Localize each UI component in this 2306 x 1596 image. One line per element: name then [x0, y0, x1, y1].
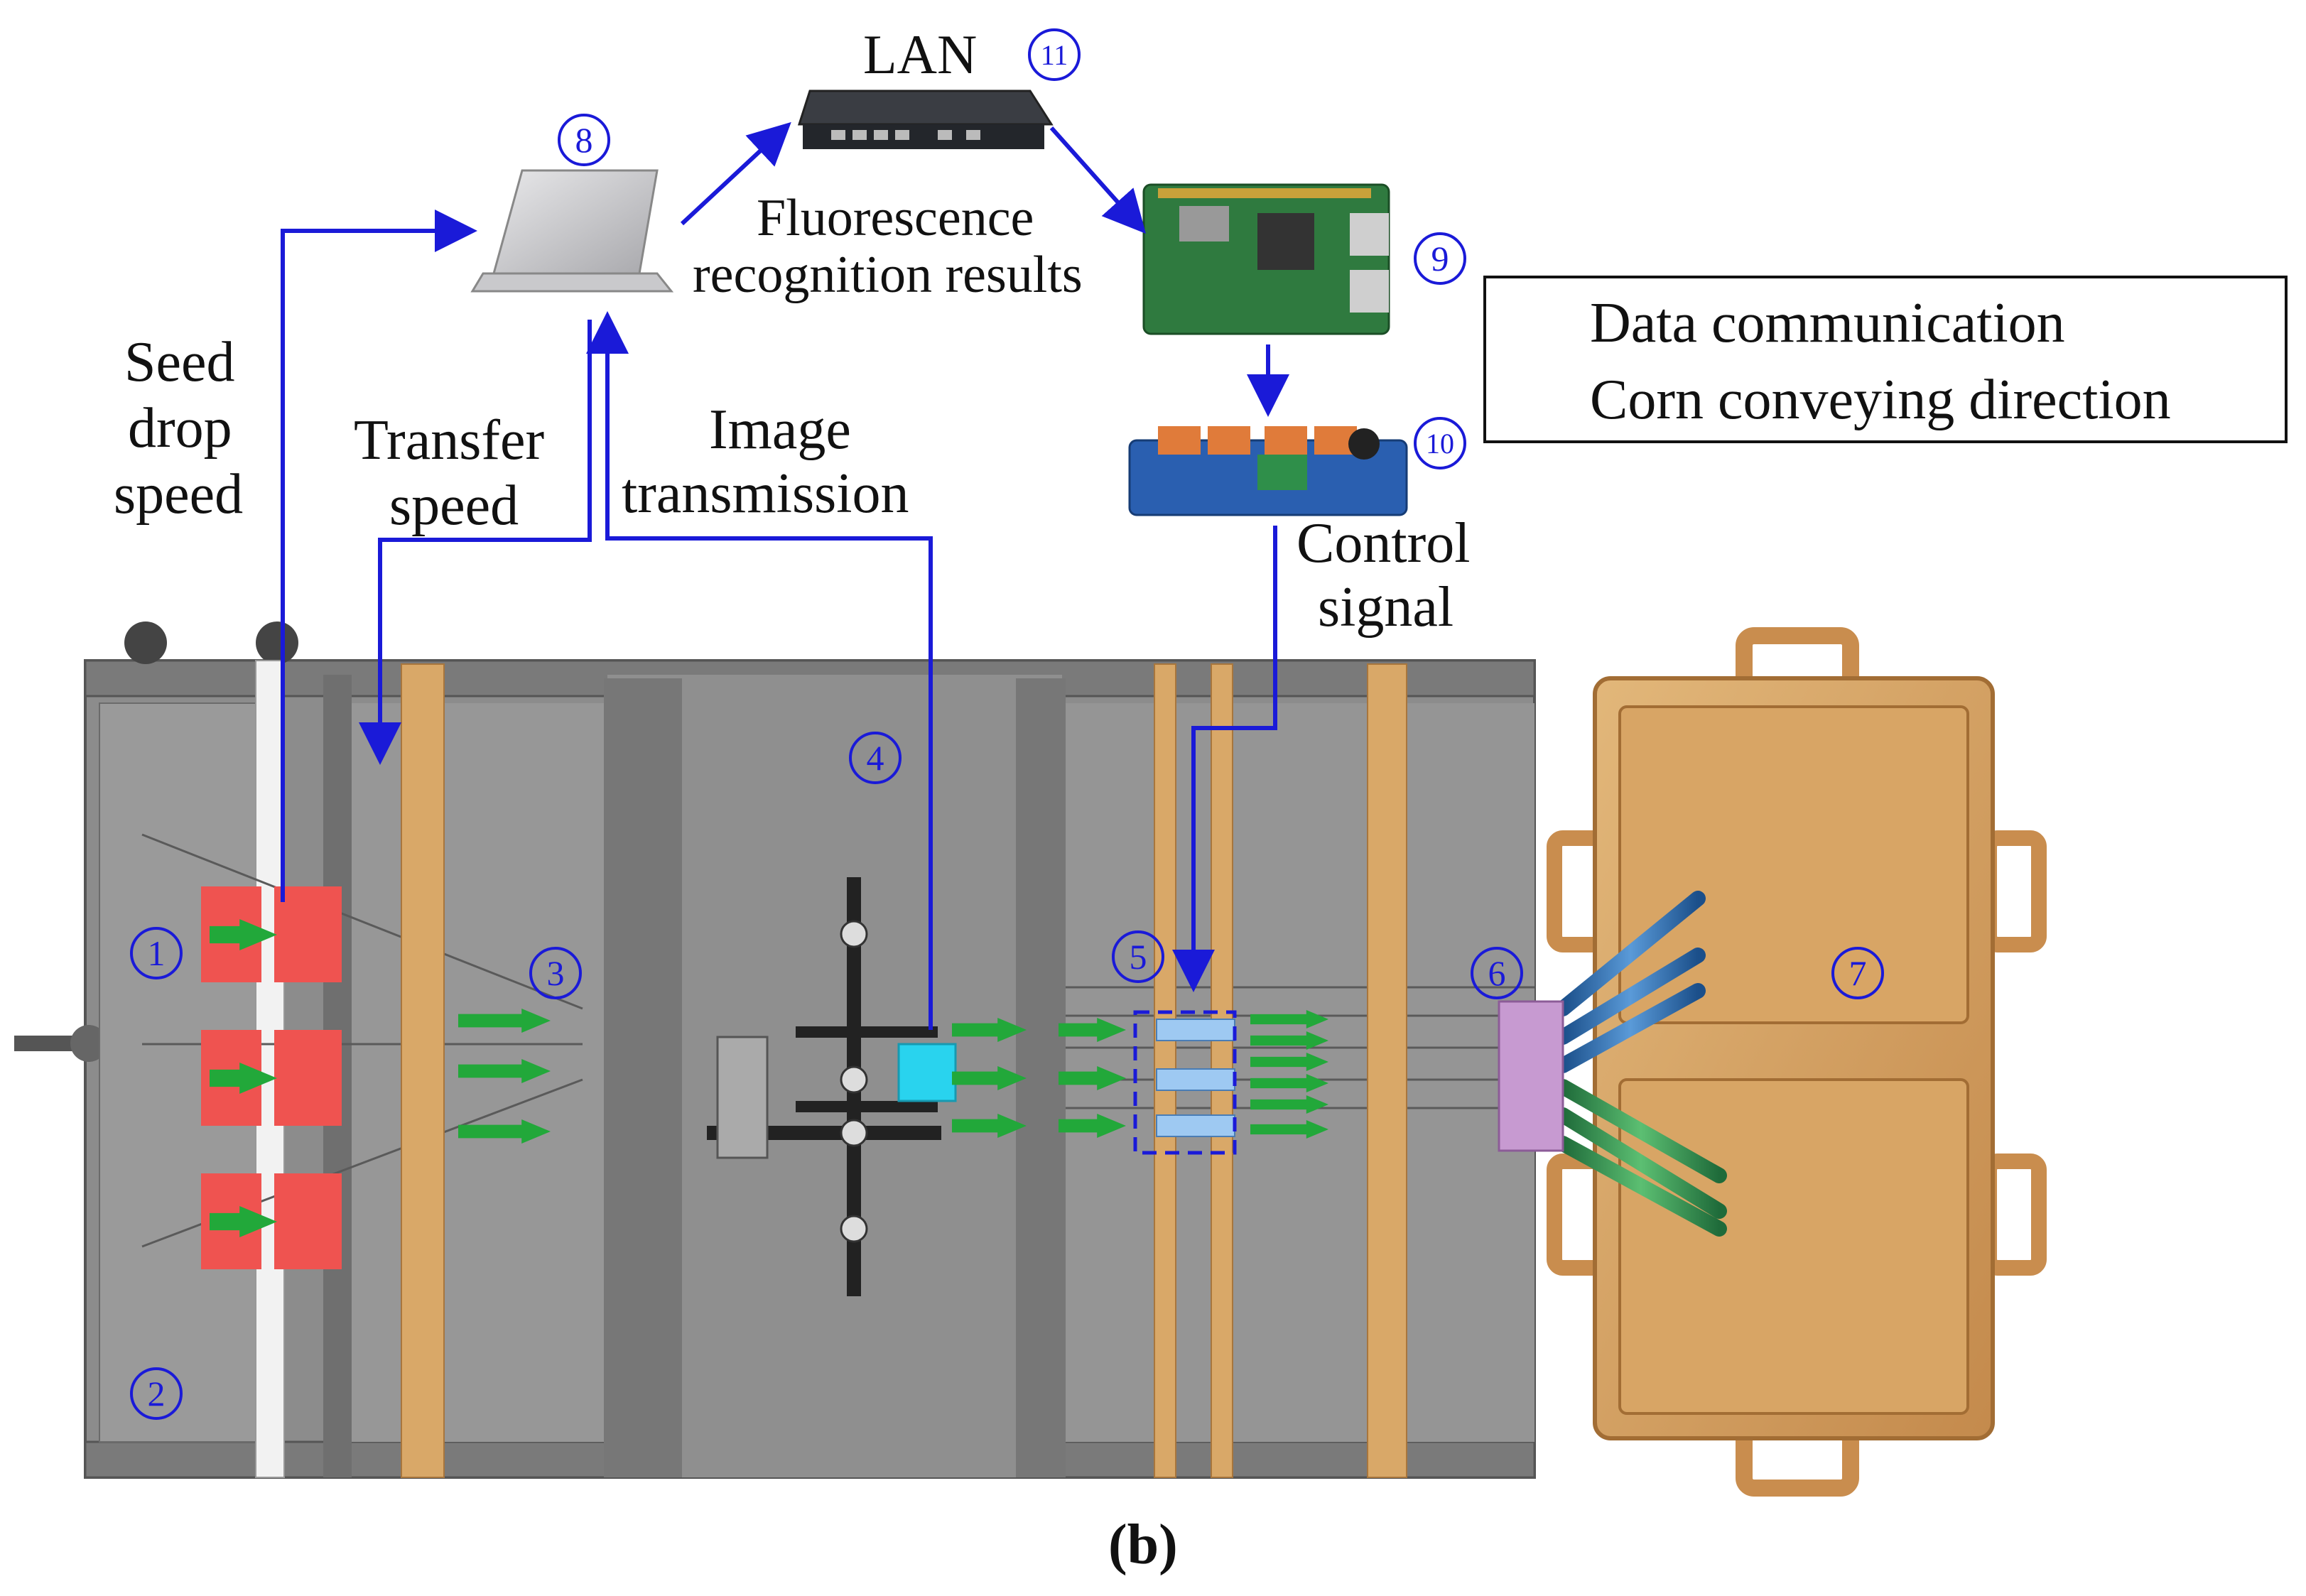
arrow-laptop-to-lan	[680, 121, 791, 226]
wood-strip	[401, 663, 445, 1478]
fluorescence-label-line1: Fluorescence	[757, 189, 1034, 247]
marker-7: 7	[1831, 947, 1884, 999]
arrow-control-signal	[1172, 526, 1277, 992]
corn-direction-arrow	[1059, 1114, 1126, 1138]
lan-label: LAN	[863, 23, 978, 85]
valve-icon	[1156, 1068, 1235, 1091]
stand-arm	[796, 1101, 938, 1112]
arrow-lan-to-pi	[1049, 126, 1146, 234]
crank-knob-icon	[70, 1025, 107, 1062]
seed-drop-label-line3: speed	[114, 463, 244, 526]
arrow-seed-drop	[281, 210, 477, 902]
image-label-line2: transmission	[622, 462, 909, 525]
marker-1: 1	[130, 927, 183, 979]
bolt-icon	[840, 1119, 868, 1147]
marker-6: 6	[1471, 947, 1523, 999]
corn-direction-arrow	[1250, 1120, 1328, 1139]
data-flow-arrows	[281, 121, 1289, 1030]
corn-flow-arrows	[210, 919, 1328, 1237]
frame-bar	[604, 678, 682, 1477]
corn-direction-arrow	[1250, 1053, 1328, 1071]
pwm-driver-board-icon	[1128, 426, 1408, 516]
feeder-block	[274, 886, 342, 982]
outlet-pipe	[1555, 1136, 1727, 1237]
outlet-pipe	[1555, 948, 1706, 1045]
marker-8: 8	[558, 114, 610, 166]
seed-drop-label-line1: Seed	[124, 331, 235, 393]
legend-item-corn-conveying: Corn conveying direction	[1590, 369, 2171, 431]
corn-direction-arrow	[1059, 1066, 1126, 1090]
camera-module-icon	[897, 1043, 957, 1102]
corn-direction-arrow	[952, 1018, 1027, 1042]
marker-9: 9	[1414, 232, 1466, 285]
outlet-manifold	[1498, 1000, 1564, 1152]
corn-direction-arrow	[458, 1119, 551, 1144]
corn-direction-arrow	[210, 919, 277, 950]
stand-arm	[796, 1026, 938, 1038]
camera-stand	[707, 877, 957, 1296]
arrow-image-transmission	[586, 311, 933, 1030]
stand-clamp	[716, 1036, 769, 1159]
bolt-icon	[840, 1215, 868, 1243]
feeder-section	[99, 702, 271, 1443]
marker-4: 4	[849, 732, 902, 784]
control-label-line2: signal	[1318, 576, 1454, 639]
outlet-pipe	[1555, 983, 1706, 1073]
corn-direction-arrow	[1059, 1018, 1126, 1042]
outlet-pipe	[1555, 891, 1706, 1016]
legend-item-data-communication: Data communication	[1590, 292, 2065, 354]
belt-plate-3	[1062, 703, 1534, 1442]
wheel-icon	[256, 621, 298, 664]
corn-direction-arrow	[1250, 1010, 1328, 1028]
corn-direction-arrow	[210, 1206, 277, 1237]
raspberry-pi-icon	[1142, 183, 1390, 335]
wheel-icon	[124, 621, 167, 664]
conveyor-machine	[14, 621, 1536, 1479]
marker-10: 10	[1414, 417, 1466, 469]
wood-strip	[1367, 663, 1407, 1478]
fluorescence-label-line2: recognition results	[693, 246, 1083, 304]
feeder-block	[274, 1173, 342, 1269]
seed-drop-label-line2: drop	[128, 397, 232, 460]
corn-direction-arrow	[458, 1059, 551, 1083]
corn-direction-arrow	[1250, 1074, 1328, 1092]
tray-compartment-bottom	[1618, 1078, 1969, 1415]
valve-selection-box	[1133, 1010, 1237, 1155]
bolt-icon	[840, 920, 868, 948]
corn-direction-arrow	[1250, 1095, 1328, 1114]
corn-direction-arrow	[952, 1066, 1027, 1090]
marker-11: 11	[1028, 28, 1081, 81]
transfer-label-line2: speed	[389, 474, 519, 537]
collection-area	[1498, 627, 2047, 1497]
bolt-icon	[840, 1065, 868, 1094]
marker-3: 3	[529, 947, 582, 999]
outlet-pipe	[1555, 1079, 1727, 1183]
outlet-pipe	[1555, 1107, 1727, 1219]
valve-icon	[1156, 1114, 1235, 1137]
sorting-valves	[1133, 1010, 1237, 1155]
marker-2: 2	[130, 1367, 183, 1420]
feeder-block	[274, 1030, 342, 1126]
tray-compartment-top	[1618, 705, 1969, 1024]
marker-5: 5	[1112, 930, 1164, 983]
tray-handle	[1981, 1153, 2047, 1276]
figure-caption: (b)	[1108, 1514, 1178, 1576]
control-label-line1: Control	[1297, 512, 1471, 575]
lan-router-icon	[797, 89, 1054, 149]
corn-direction-arrow	[210, 1063, 277, 1094]
legend	[1483, 276, 2288, 443]
corn-direction-arrow	[952, 1114, 1027, 1138]
transfer-label-line1: Transfer	[354, 409, 545, 472]
valve-icon	[1156, 1019, 1235, 1041]
corn-direction-arrow	[458, 1009, 551, 1033]
laptop-icon	[470, 169, 674, 293]
image-label-line1: Image	[709, 398, 851, 461]
arrow-transfer-speed	[359, 320, 592, 765]
corn-direction-arrow	[1250, 1031, 1328, 1050]
tray-handle	[1981, 830, 2047, 952]
